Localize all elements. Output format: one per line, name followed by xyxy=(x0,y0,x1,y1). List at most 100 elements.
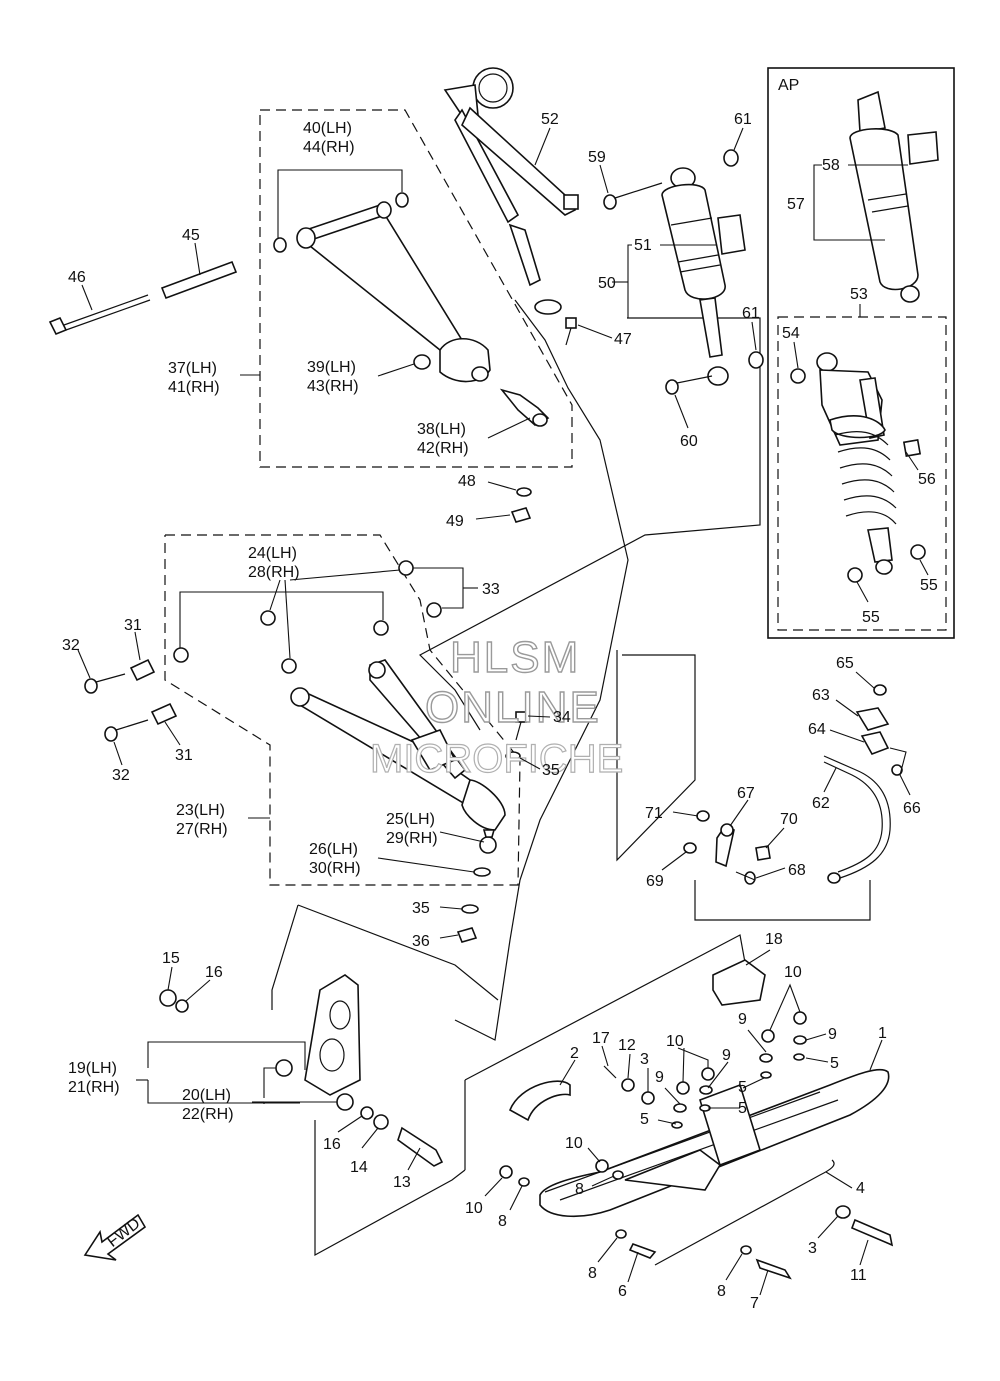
callout-8-bottom-right: 8 xyxy=(717,1283,726,1300)
spindle-19-21 xyxy=(304,974,361,1096)
callout-30: 30(RH) xyxy=(309,860,361,877)
collar-61-top xyxy=(723,149,739,167)
collar-55a xyxy=(910,544,926,560)
nut-39-43 xyxy=(413,354,431,370)
callout-61-top: 61 xyxy=(734,111,752,128)
callout-8-left: 8 xyxy=(498,1213,507,1230)
washer-3-right xyxy=(835,1205,851,1219)
callout-21: 21(RH) xyxy=(68,1079,120,1096)
callout-32-bottom: 32 xyxy=(112,767,130,784)
callout-61-bottom: 61 xyxy=(742,305,760,322)
collar-14 xyxy=(373,1114,389,1130)
callout-50: 50 xyxy=(598,275,616,292)
bushings-24-28 xyxy=(173,560,414,674)
callout-65: 65 xyxy=(836,655,854,672)
callout-9-middle: 9 xyxy=(722,1047,731,1064)
callout-18: 18 xyxy=(765,931,783,948)
watermark-line-3: MICROFICHE xyxy=(370,737,623,781)
pin-17 xyxy=(603,1065,617,1079)
callout-16-bottom: 16 xyxy=(323,1136,341,1153)
callout-3-right: 3 xyxy=(808,1240,817,1257)
nut-71 xyxy=(696,810,710,822)
callout-4: 4 xyxy=(856,1180,865,1197)
callout-9-left: 9 xyxy=(738,1011,747,1028)
callout-27: 27(RH) xyxy=(176,821,228,838)
callout-48: 48 xyxy=(458,473,476,490)
callout-35-top: 35 xyxy=(542,762,560,779)
callout-67: 67 xyxy=(737,785,755,802)
washer-26-30 xyxy=(473,867,491,877)
callout-10-bottom: 10 xyxy=(465,1200,483,1217)
callout-54: 54 xyxy=(782,325,800,342)
callout-44: 44(RH) xyxy=(303,139,355,156)
bolt-47 xyxy=(565,317,577,346)
callout-10-middle: 10 xyxy=(666,1033,684,1050)
nut-36 xyxy=(456,927,478,943)
nut-49 xyxy=(510,507,532,523)
callout-9-right: 9 xyxy=(828,1026,837,1043)
collar-61-bottom xyxy=(748,351,764,369)
callout-24: 24(LH) xyxy=(248,545,297,562)
callout-22: 22(RH) xyxy=(182,1106,234,1123)
ski-1 xyxy=(539,1068,890,1218)
clamp-64 xyxy=(860,731,890,755)
callout-45: 45 xyxy=(182,227,200,244)
washer-35-bottom xyxy=(461,904,479,914)
nut-70 xyxy=(755,845,771,861)
washer-48 xyxy=(516,487,532,497)
callout-10-lower: 10 xyxy=(565,1135,583,1152)
callout-5-center: 5 xyxy=(738,1100,747,1117)
callout-32-top: 32 xyxy=(62,637,80,654)
callout-9-lower: 9 xyxy=(655,1069,664,1086)
strut-52 xyxy=(443,67,579,315)
callout-7: 7 xyxy=(750,1295,759,1312)
callout-51: 51 xyxy=(634,237,652,254)
callout-16-top: 16 xyxy=(205,964,223,981)
callout-71: 71 xyxy=(645,805,663,822)
callout-10-top: 10 xyxy=(784,964,802,981)
callout-38: 38(LH) xyxy=(417,421,466,438)
bushing-15 xyxy=(159,989,177,1007)
watermark-line-1: HLSM xyxy=(450,633,580,682)
callout-64: 64 xyxy=(808,721,826,738)
washer-16-bottom xyxy=(360,1106,374,1120)
callout-6: 6 xyxy=(618,1283,627,1300)
bushing-40-44 xyxy=(273,192,409,253)
callout-19: 19(LH) xyxy=(68,1060,117,1077)
callout-66: 66 xyxy=(903,800,921,817)
washer-16-top xyxy=(175,999,189,1013)
shock-53 xyxy=(816,352,922,575)
upper-a-arm xyxy=(296,201,491,383)
bolt-60 xyxy=(665,375,713,395)
callout-55-right: 55 xyxy=(920,577,938,594)
callout-69: 69 xyxy=(646,873,664,890)
callout-11: 11 xyxy=(850,1267,867,1284)
callout-3-middle: 3 xyxy=(640,1051,649,1068)
lower-a-arm xyxy=(290,659,506,831)
callout-12: 12 xyxy=(618,1037,636,1054)
bolt-46 xyxy=(48,294,151,336)
shock-57 xyxy=(849,90,939,303)
callout-55-bottom: 55 xyxy=(862,609,880,626)
callout-5-middle: 5 xyxy=(738,1079,747,1096)
stabilizer-62 xyxy=(823,755,891,884)
callout-31-bottom: 31 xyxy=(175,747,193,764)
callout-68: 68 xyxy=(788,862,806,879)
callout-57: 57 xyxy=(787,196,805,213)
clamp-63 xyxy=(855,707,890,731)
screw-66 xyxy=(891,764,903,776)
collar-54 xyxy=(790,368,806,384)
runner-4 xyxy=(654,1159,835,1266)
callout-8-middle: 8 xyxy=(575,1181,584,1198)
callout-14: 14 xyxy=(350,1159,368,1176)
washer-35-top xyxy=(505,751,521,761)
callout-42: 42(RH) xyxy=(417,440,469,457)
callout-40: 40(LH) xyxy=(303,120,352,137)
upper-arm-group-box xyxy=(259,109,573,468)
callout-5-left: 5 xyxy=(640,1111,649,1128)
shock-absorber-50 xyxy=(661,167,746,386)
callout-8-bottom-left: 8 xyxy=(588,1265,597,1282)
callout-35-bottom: 35 xyxy=(412,900,430,917)
collar-69 xyxy=(683,842,697,854)
callout-58: 58 xyxy=(822,157,840,174)
